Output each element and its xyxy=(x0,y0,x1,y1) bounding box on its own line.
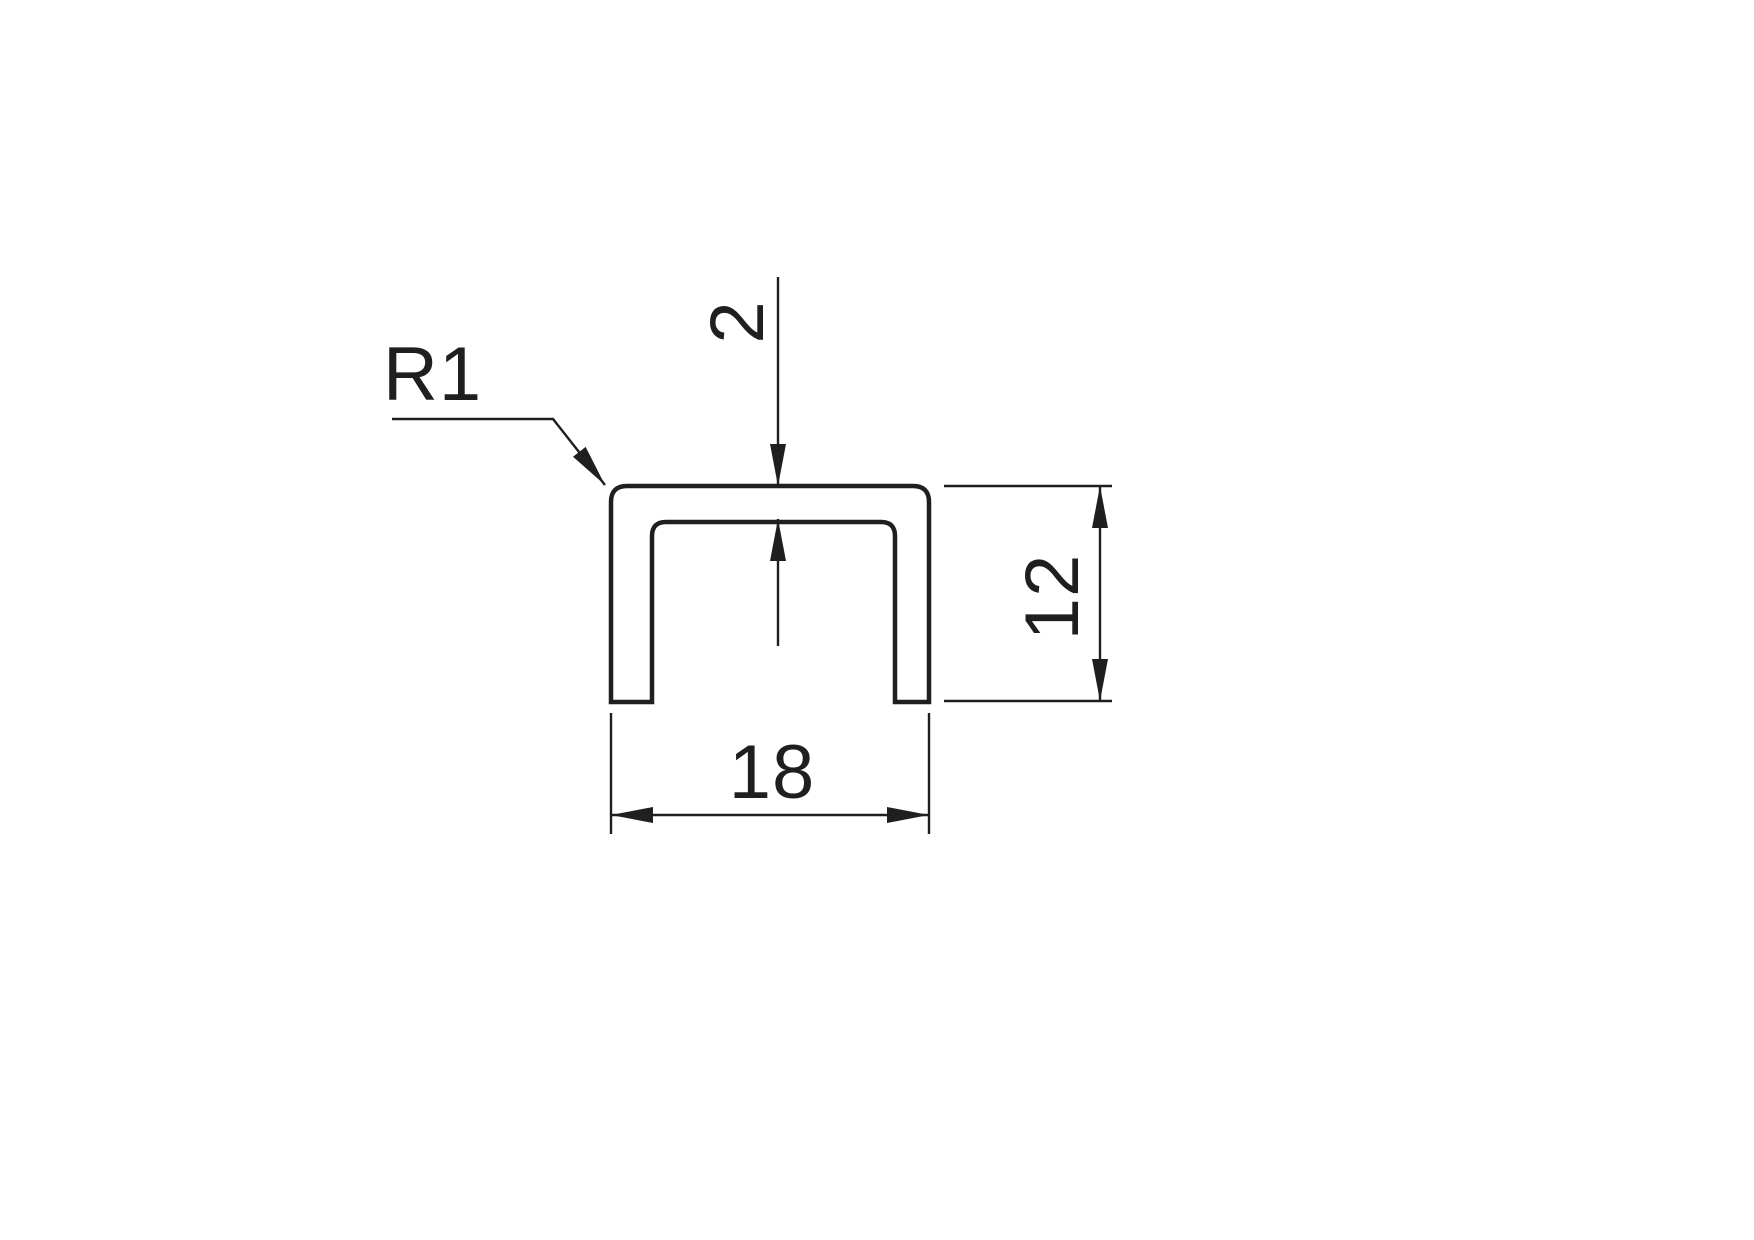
thickness-arrow-down-icon xyxy=(770,444,786,486)
width-dimension: 18 xyxy=(609,713,931,834)
width-arrow-left-icon xyxy=(611,807,653,823)
radius-leader-arrow-icon xyxy=(573,446,605,485)
radius-label: R1 xyxy=(383,332,482,417)
thickness-arrow-up-icon xyxy=(770,519,786,561)
thickness-dimension: 2 xyxy=(695,277,786,646)
height-arrow-down-icon xyxy=(1092,659,1108,701)
radius-dimension: R1 xyxy=(383,332,606,486)
height-arrow-up-icon xyxy=(1092,486,1108,528)
width-label: 18 xyxy=(729,730,816,815)
radius-leader-line xyxy=(392,417,606,486)
width-arrow-right-icon xyxy=(887,807,929,823)
channel-profile-outline xyxy=(608,483,932,705)
height-dimension: 12 xyxy=(944,484,1112,703)
thickness-label: 2 xyxy=(695,300,780,343)
height-label: 12 xyxy=(1010,554,1095,641)
